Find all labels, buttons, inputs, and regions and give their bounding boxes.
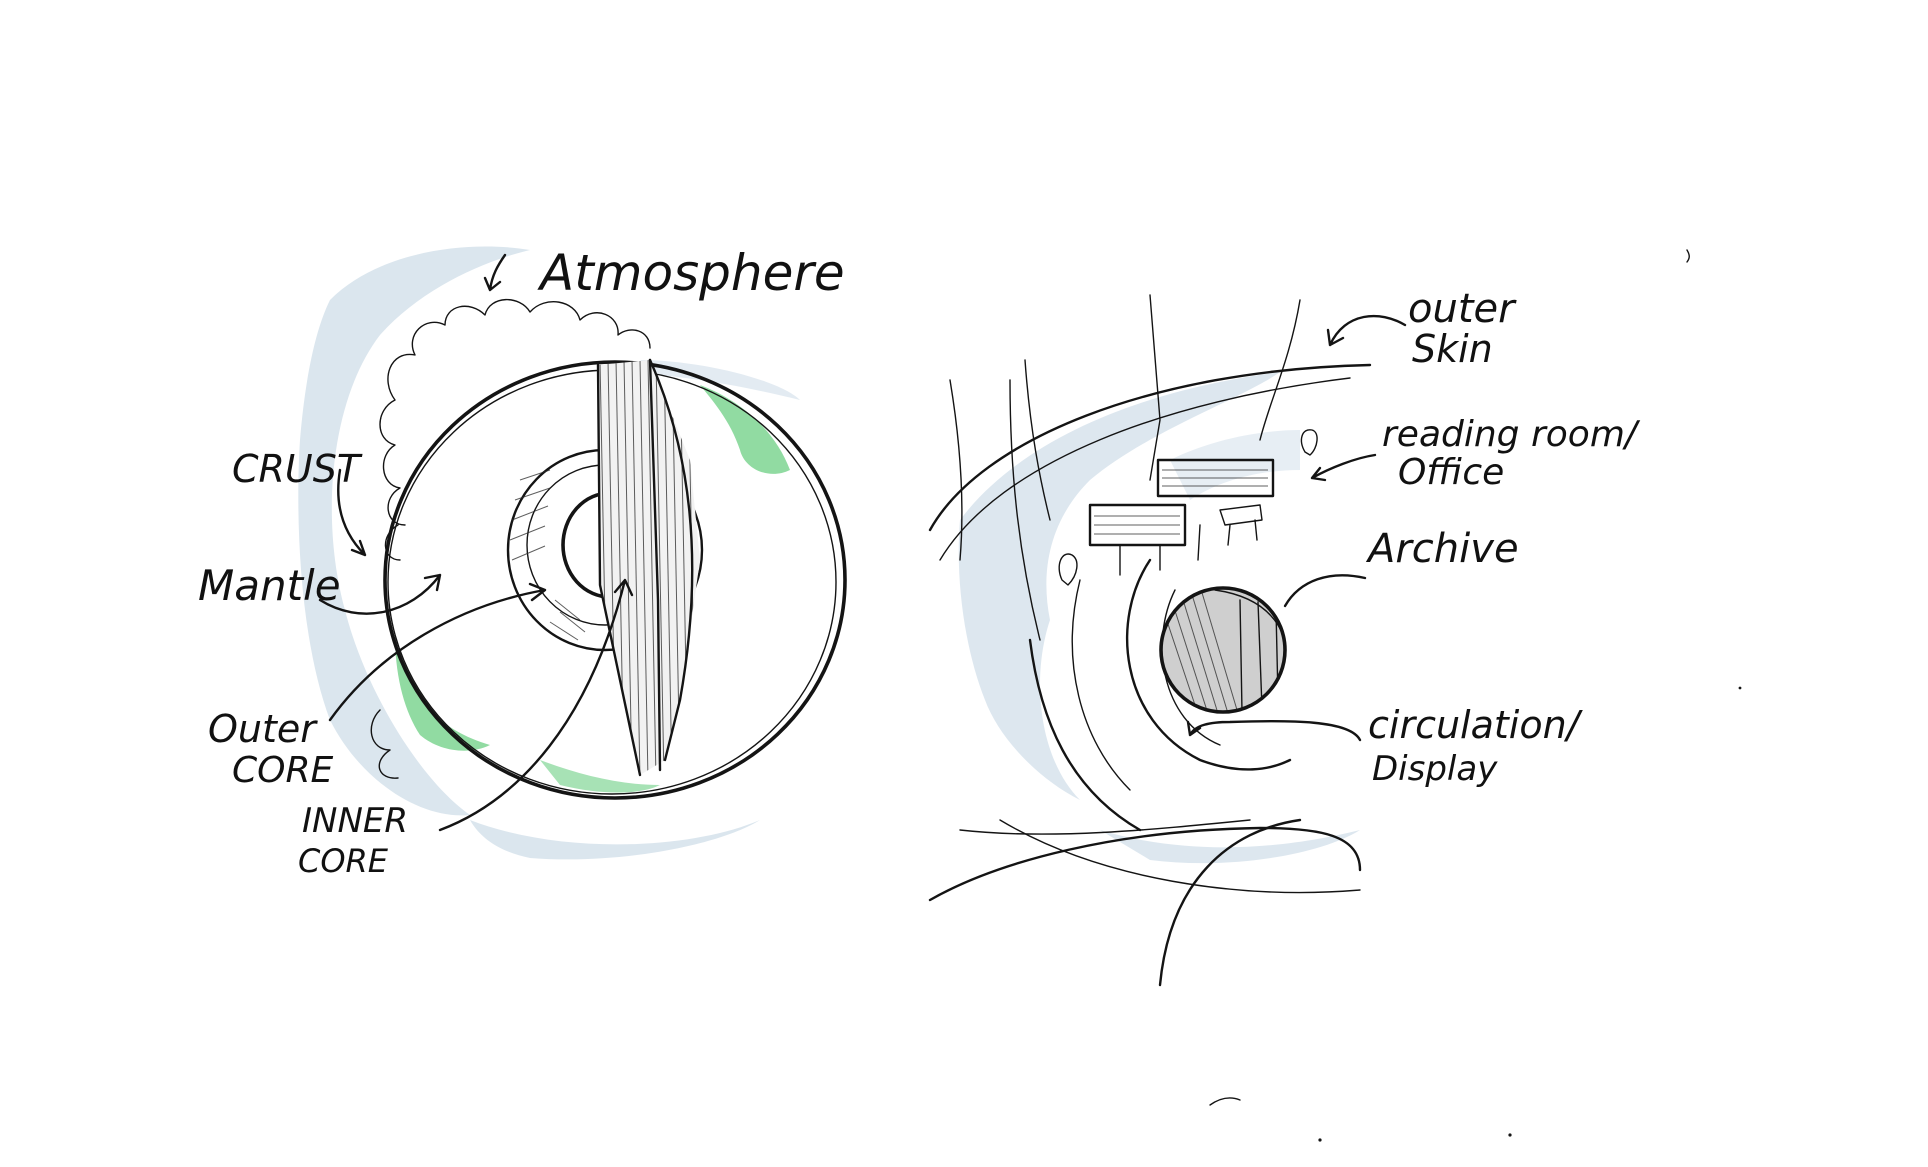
building-diagram: outer Skin reading room/ Office Archive … [930, 286, 1641, 985]
label-atmosphere: Atmosphere [537, 244, 845, 302]
building-blue-wash [959, 372, 1360, 863]
label-mantle: Mantle [198, 561, 341, 610]
label-outer-core-1: Outer [208, 707, 318, 751]
earth-green-crust [395, 385, 790, 793]
mantle-hatching [510, 470, 585, 640]
earth-cut-section [598, 360, 700, 780]
label-outer-skin-2: Skin [1412, 327, 1493, 371]
archive-sphere [1160, 586, 1285, 720]
label-crust: CRUST [232, 447, 363, 491]
label-circulation: circulation/ [1368, 703, 1584, 747]
label-display: Display [1372, 749, 1498, 789]
label-inner-core-2: CORE [298, 842, 389, 880]
label-reading-room: reading room/ [1382, 414, 1641, 455]
earth-diagram: Atmosphere CRUST Mantle Outer CORE INNER… [198, 244, 845, 880]
label-outer-skin-1: outer [1408, 286, 1517, 332]
label-archive: Archive [1365, 526, 1519, 572]
label-inner-core-1: INNER [302, 801, 408, 841]
label-outer-core-2: CORE [232, 750, 333, 791]
stray-marks [1210, 250, 1741, 1142]
label-office: Office [1398, 452, 1504, 493]
